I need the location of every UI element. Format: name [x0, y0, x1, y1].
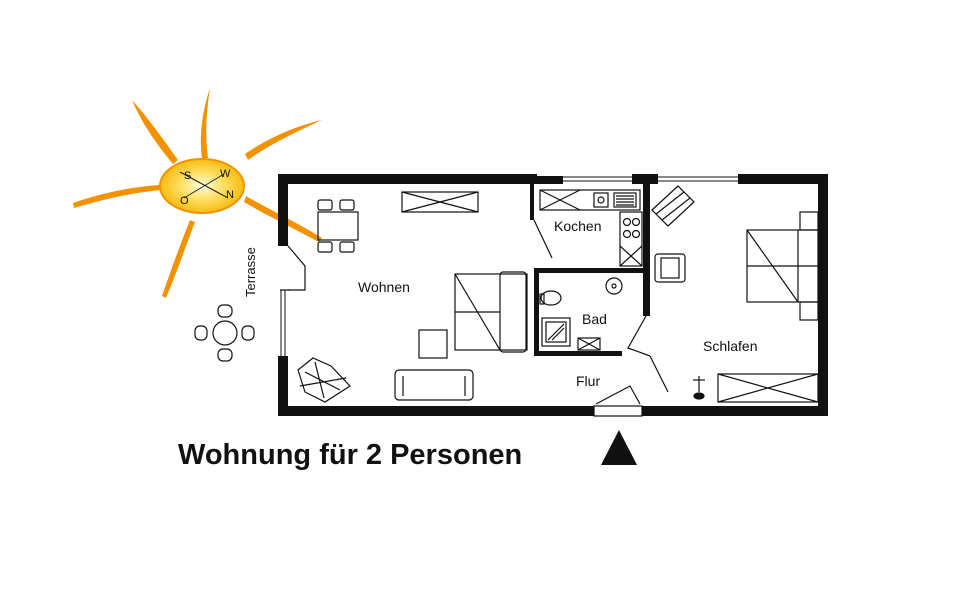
- compass-n: N: [226, 189, 234, 201]
- doors: [280, 219, 669, 417]
- compass-w: W: [220, 168, 231, 180]
- sun-core: [159, 158, 245, 214]
- walls: [278, 174, 828, 416]
- dresser-icon: [717, 373, 819, 403]
- compass-s: S: [184, 170, 191, 182]
- room-label-wohnen: Wohnen: [358, 279, 410, 295]
- terrasse-label: Terrasse: [243, 247, 258, 297]
- armchair-icon: [654, 253, 686, 283]
- plan-title: Wohnung für 2 Personen: [178, 439, 522, 471]
- entrance-triangle-icon: [601, 430, 637, 465]
- room-label-bad: Bad: [582, 311, 607, 327]
- kitchen-counter-icon: [539, 189, 643, 267]
- lamp-icon: [693, 376, 705, 400]
- room-label-schlafen: Schlafen: [703, 338, 757, 354]
- room-label-flur: Flur: [576, 373, 600, 389]
- terrace-table-icon: [194, 304, 255, 362]
- bathroom-fixtures-icon: [539, 277, 623, 351]
- sofa-bed-icon: [454, 271, 528, 353]
- plant-icon: [297, 357, 351, 403]
- dining-table-icon: [317, 199, 359, 253]
- sideboard-icon: [401, 191, 479, 213]
- windows: [280, 176, 738, 356]
- couch-icon: [394, 369, 474, 401]
- compass-o: O: [180, 195, 189, 207]
- wardrobe-icon: [651, 185, 695, 227]
- double-bed-icon: [746, 211, 819, 321]
- coffee-table-icon: [418, 329, 448, 359]
- room-label-kochen: Kochen: [554, 218, 601, 234]
